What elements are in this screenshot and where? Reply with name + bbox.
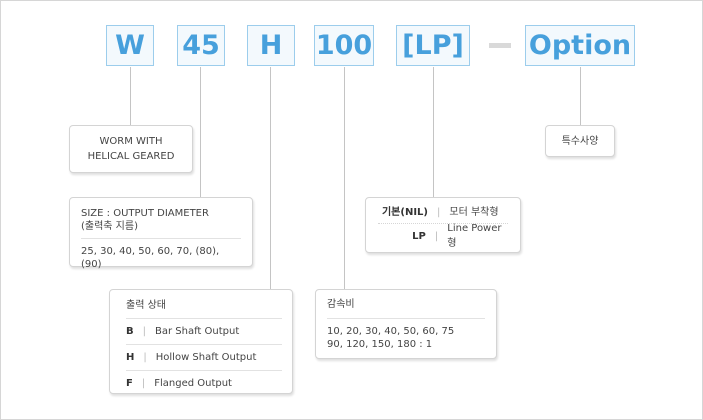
output-row-label: Flanged Output [154, 378, 232, 389]
code-dash [489, 43, 511, 48]
ratio-box-title: 감속비 [327, 299, 355, 310]
motor-row-key: LP [412, 230, 426, 242]
ratio-box-divider [327, 318, 485, 319]
output-row: H | Hollow Shaft Output [126, 345, 282, 370]
output-row-label: Bar Shaft Output [155, 326, 240, 337]
worm-box: WORM WITH HELICAL GEARED [69, 125, 193, 173]
motor-row-label: Line Power형 [447, 223, 502, 249]
output-row-key: H [126, 352, 135, 363]
connector-ratio [344, 67, 345, 289]
code-part-option: Option [525, 25, 635, 66]
code-part-w: W [106, 25, 154, 66]
code-part-ratio: 100 [314, 25, 374, 66]
connector-size [200, 67, 201, 197]
output-row-separator: | [142, 326, 146, 337]
motor-row: LP | Line Power형 [378, 223, 508, 249]
connector-option [580, 67, 581, 125]
size-box-values: 25, 30, 40, 50, 60, 70, (80), (90) [81, 246, 220, 270]
output-row-divider [126, 344, 282, 345]
output-row-separator: | [143, 352, 147, 363]
motor-row-key: 기본(NIL) [381, 206, 428, 218]
motor-row-divider [378, 223, 508, 224]
motor-box: 기본(NIL) | 모터 부착형 LP | Line Power형 [365, 197, 521, 253]
size-box-line2: (출력축 지름) [81, 221, 138, 232]
ratio-box-line1: 10, 20, 30, 40, 50, 60, 75 [327, 326, 455, 337]
motor-row-label: 모터 부착형 [449, 206, 499, 218]
size-box-line1: SIZE : OUTPUT DIAMETER [81, 208, 209, 219]
output-row-label: Hollow Shaft Output [155, 352, 257, 363]
connector-motor [433, 67, 434, 197]
output-row: B | Bar Shaft Output [126, 319, 282, 344]
output-row-divider [126, 370, 282, 371]
motor-row: 기본(NIL) | 모터 부착형 [378, 201, 508, 223]
motor-row-separator: | [434, 230, 439, 242]
code-part-size: 45 [177, 25, 225, 66]
ratio-box: 감속비 10, 20, 30, 40, 50, 60, 75 90, 120, … [315, 289, 497, 359]
worm-box-line2: HELICAL GEARED [87, 151, 175, 162]
size-box-divider [81, 238, 241, 239]
code-part-output: H [247, 25, 295, 66]
connector-w [130, 67, 131, 125]
output-row-separator: | [141, 378, 146, 389]
ratio-box-line2: 90, 120, 150, 180 : 1 [327, 339, 433, 350]
size-box: SIZE : OUTPUT DIAMETER (출력축 지름) 25, 30, … [69, 197, 253, 270]
connector-output [270, 67, 271, 289]
worm-box-line1: WORM WITH [99, 136, 163, 147]
output-row-key: B [126, 326, 134, 337]
code-part-motor: [LP] [396, 25, 470, 66]
option-box-label: 특수사양 [561, 135, 599, 147]
output-row-key: F [126, 378, 133, 389]
motor-row-separator: | [437, 206, 441, 218]
output-box-title: 출력 상태 [126, 300, 166, 311]
output-box: 출력 상태 B | Bar Shaft Output H | Hollow Sh… [109, 289, 293, 394]
output-box-divider [126, 318, 282, 319]
output-row: F | Flanged Output [126, 371, 282, 396]
option-box: 특수사양 [545, 125, 615, 157]
